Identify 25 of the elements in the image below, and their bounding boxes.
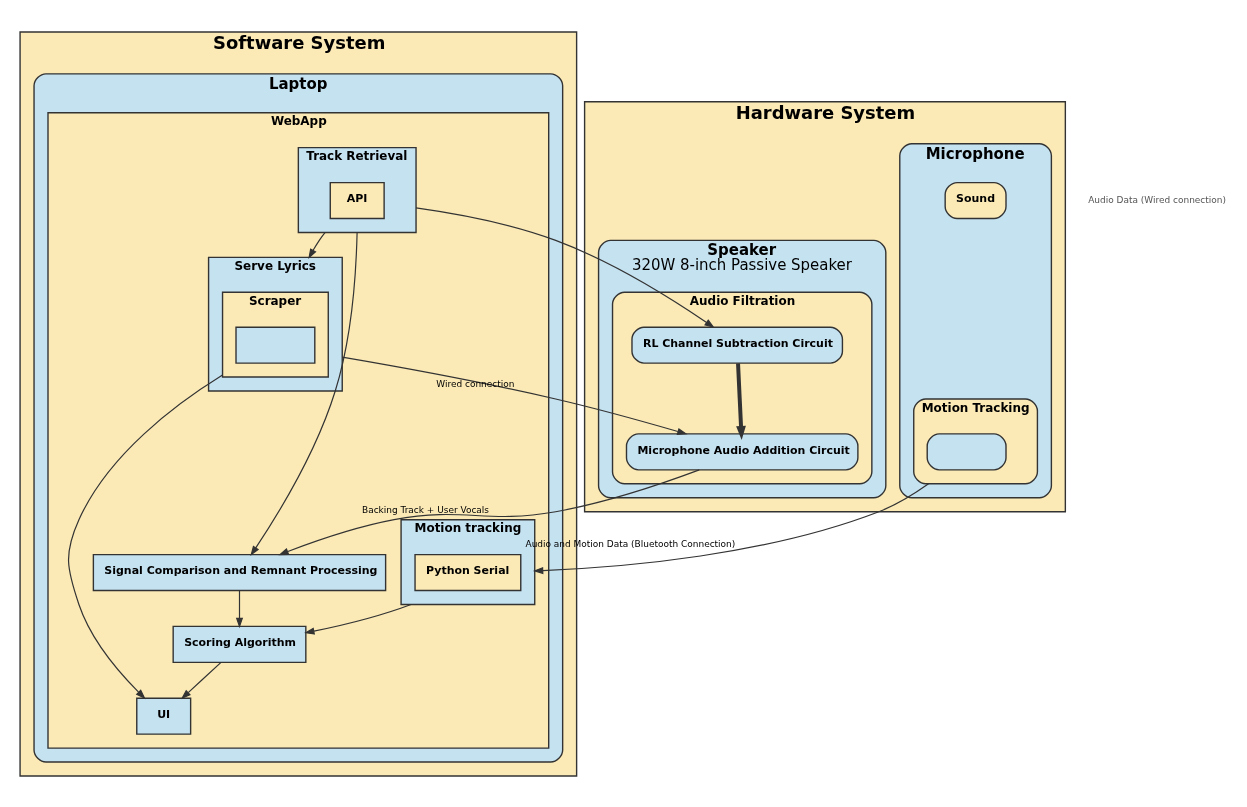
label: Audio Data (Wired connection) (1088, 194, 1226, 205)
cluster: Motion Tracking (913, 397, 1039, 484)
node-box (235, 326, 316, 364)
node-box: Microphone Audio Addition Circuit (625, 432, 859, 471)
node-box: RL Channel Subtraction Circuit (631, 326, 844, 364)
arrow (532, 482, 930, 574)
node-box (926, 432, 1007, 471)
node-box: Signal Comparison and Remnant Processing (92, 553, 387, 591)
arrow (304, 603, 412, 635)
node-box: UI (136, 697, 192, 735)
arrow (180, 661, 222, 699)
node-box: API (329, 181, 385, 219)
arrow (67, 374, 224, 699)
cluster: Scraper (221, 291, 329, 378)
arrow (250, 231, 358, 556)
node-box: Python Serial (414, 553, 522, 591)
arrow (415, 206, 715, 328)
arrow (235, 589, 244, 628)
arrow (341, 356, 688, 435)
node-box: Sound (944, 181, 1007, 219)
edge-label: Backing Track + User Vocals (362, 504, 490, 515)
arrow (308, 231, 326, 259)
arrow (278, 468, 700, 555)
node-box: Scoring Algorithm (172, 625, 307, 663)
arrow (736, 362, 746, 440)
